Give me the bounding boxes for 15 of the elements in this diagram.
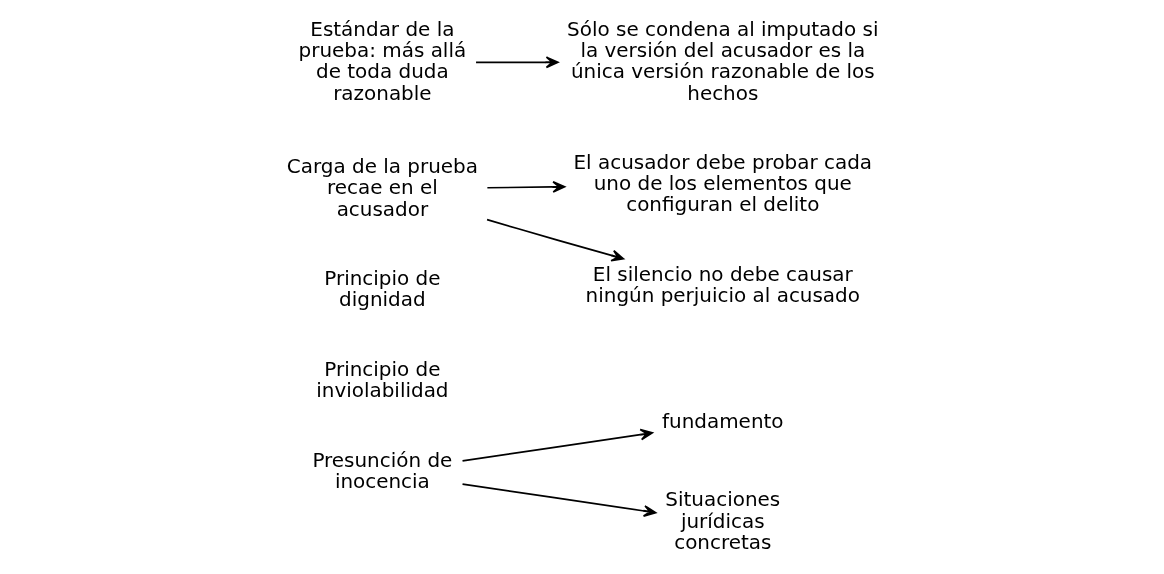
node-text: El acusador debe probar cada uno de los elementos que configuran el delito	[573, 149, 872, 217]
node-text: fundamento	[661, 408, 784, 433]
node-text: Carga de la prueba recae en el acusador	[286, 153, 478, 221]
node-text: Situaciones jurídicas concretas	[664, 487, 780, 554]
arrow	[474, 56, 559, 69]
node-text: Principio de dignidad	[323, 265, 440, 312]
arrow	[486, 180, 565, 193]
node-text: Principio de inviolabilidad	[315, 356, 449, 403]
arrow	[461, 428, 653, 462]
arrow	[485, 218, 624, 262]
node-text: Estándar de la prueba: más allá de toda duda razonable	[298, 16, 466, 105]
arrow	[461, 483, 656, 517]
node-text: El silencio no debe causar ningún perjuicio al acusado	[585, 261, 860, 307]
node-text: Sólo se condena al imputado si la versión del acusador es la única versión razonable de los hechos	[566, 16, 878, 105]
node-text: Presunción de inocencia	[311, 448, 452, 494]
